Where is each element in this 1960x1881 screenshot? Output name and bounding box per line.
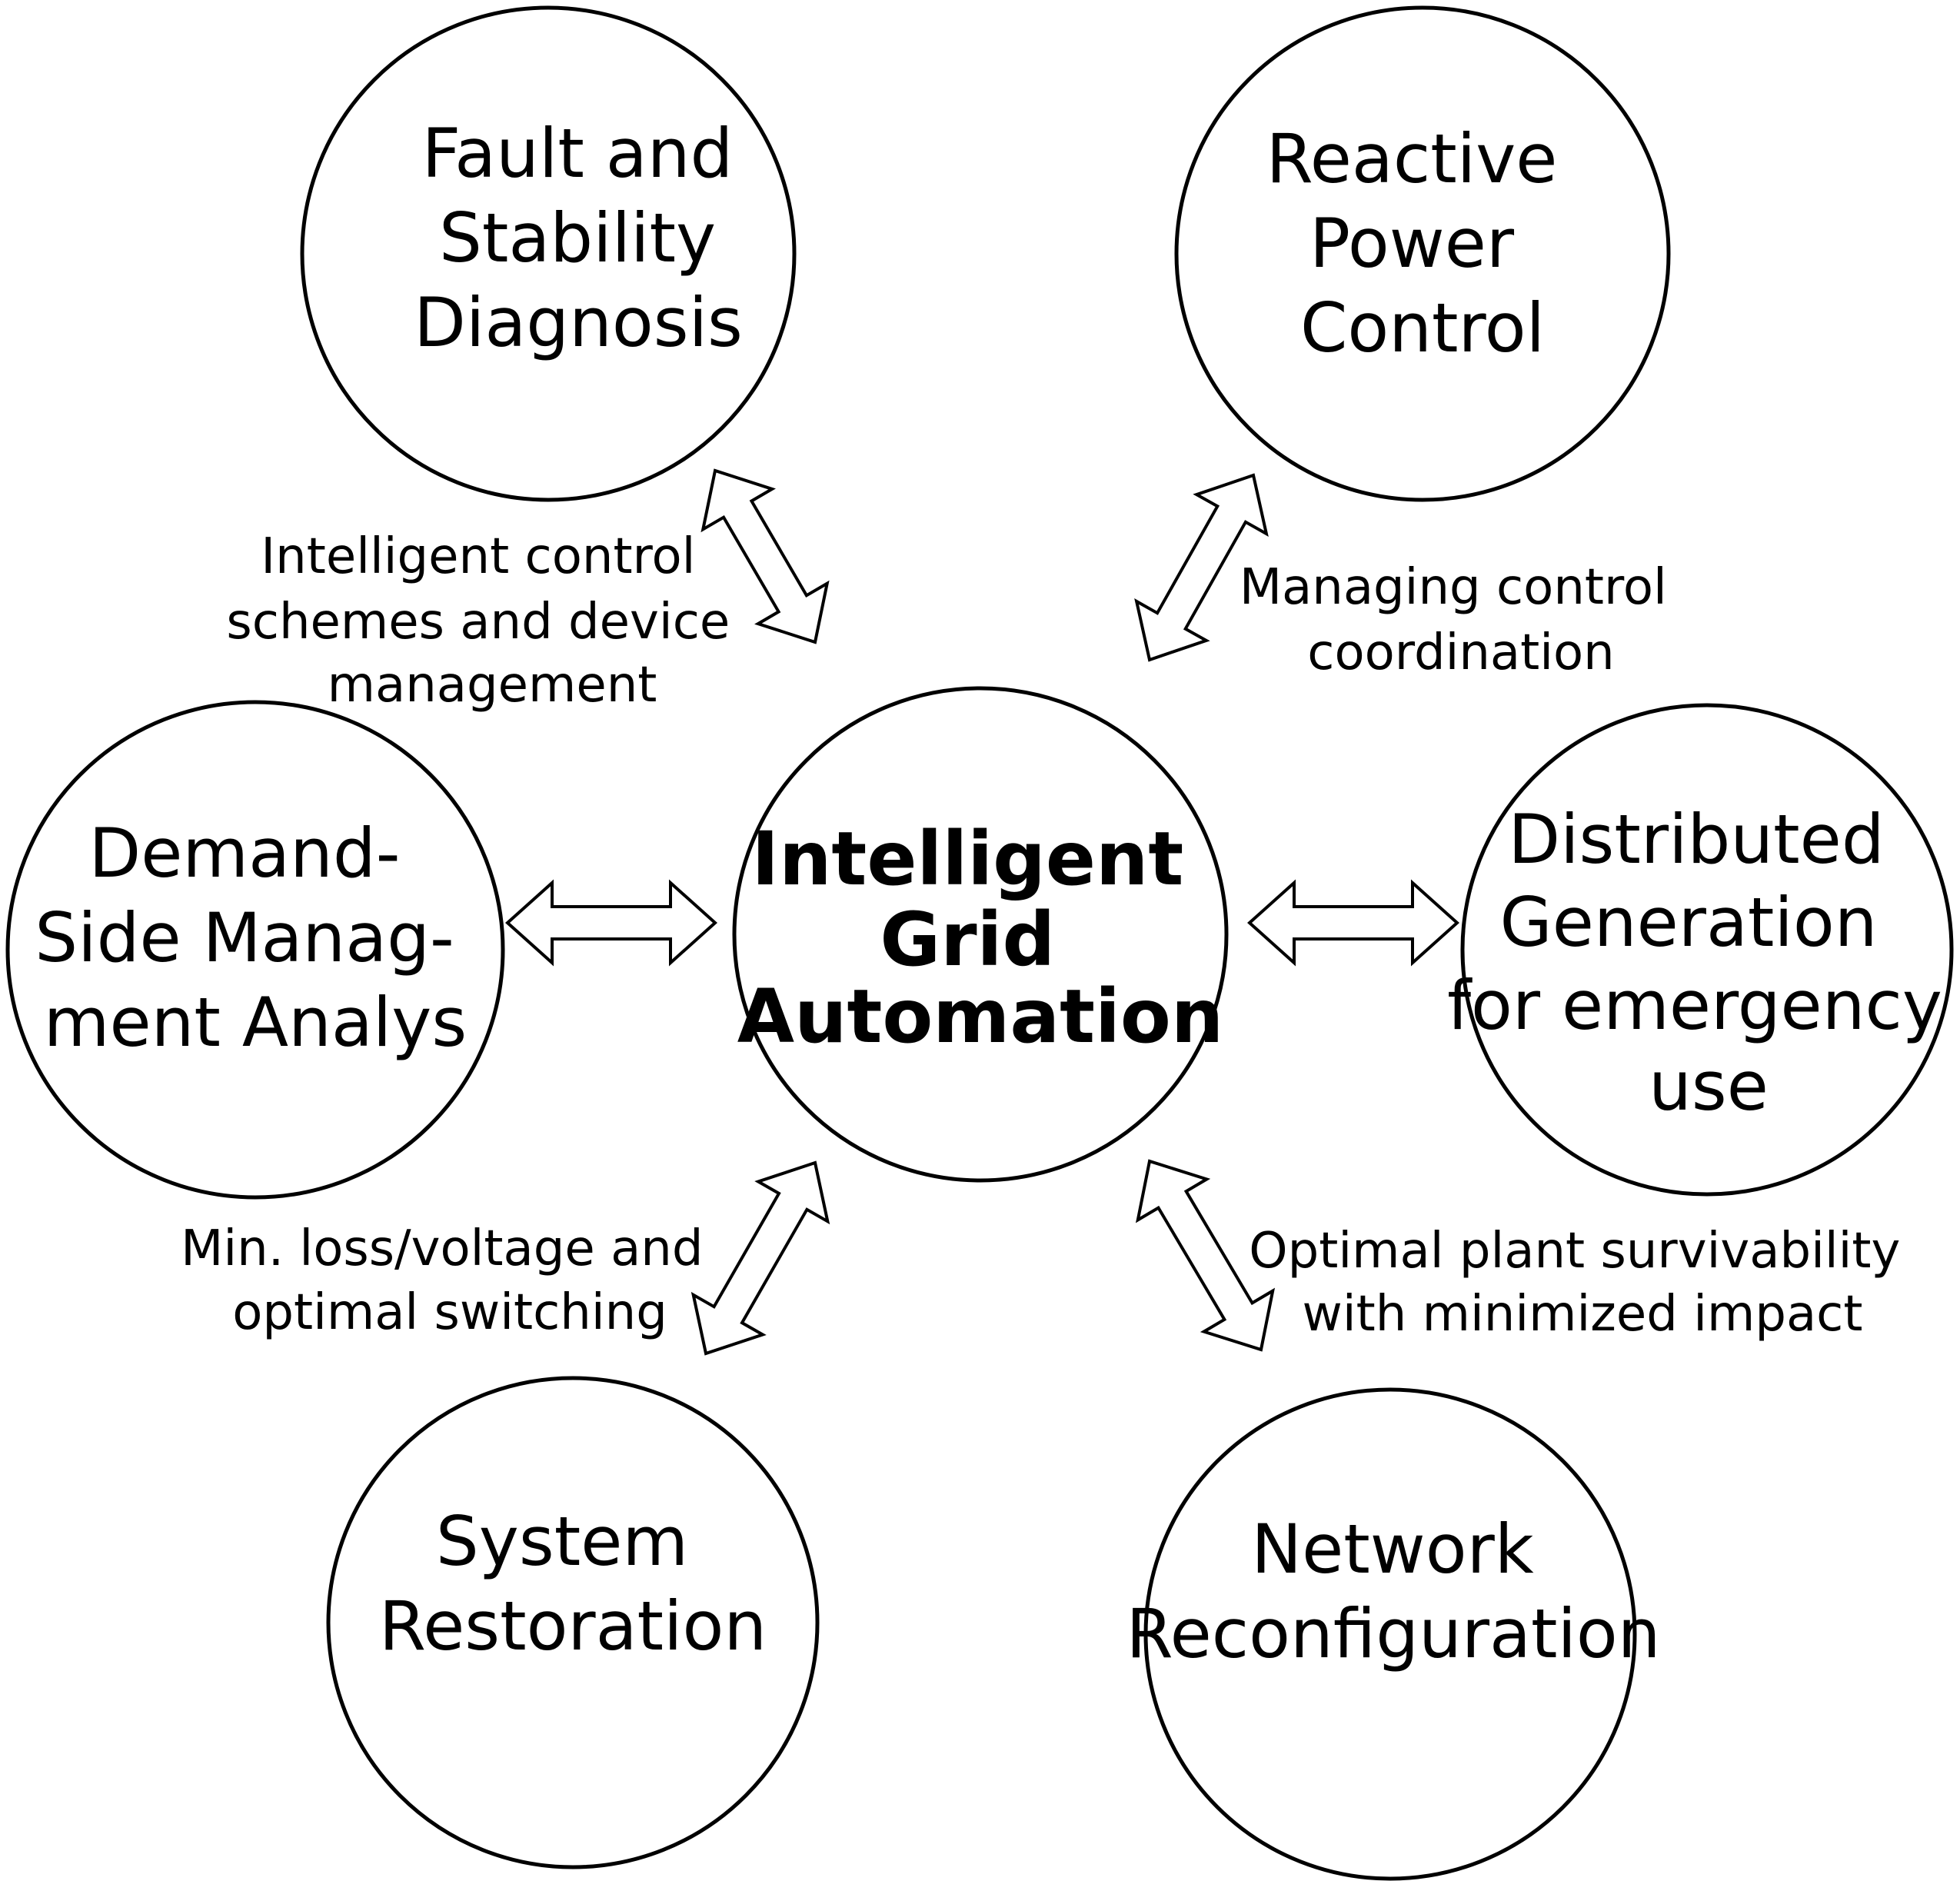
demand-line-1: Demand- [89,814,401,893]
reactive-node-label: Reactive Power Control [1266,119,1579,368]
network-center-arrow [1135,1159,1276,1352]
distributed-center-arrow [1247,879,1459,967]
distributed-node-circle [1460,703,1954,1197]
network-line-1: Network [1251,1510,1533,1589]
reactive-line-3: Control [1300,288,1545,368]
restoration-center-arrow [690,1160,830,1356]
distributed-line-2: Generation [1500,883,1878,962]
distributed-node-label: Distributed Generation for emergency use [1447,800,1960,1126]
reactive-edge-line-1: Managing control [1240,559,1667,616]
network-edge-line-1: Optimal plant survivability [1249,1223,1900,1280]
fault-edge-line-1: Intelligent control [261,528,695,585]
reactive-center-arrow [1134,473,1269,662]
network-edge-label: Optimal plant survivability with minimiz… [1249,1223,1915,1343]
demand-line-3: ment Analys [44,983,467,1062]
fault-node-label: Fault and Stability Diagnosis [414,114,754,362]
restoration-node-label: System Restoration [379,1502,767,1666]
distributed-line-4: use [1649,1047,1769,1126]
fault-edge-label: Intelligent control schemes and device m… [226,528,745,714]
restoration-edge-line-2: optimal switching [232,1284,667,1341]
demand-node-label: Demand- Side Manag- ment Analys [35,814,475,1062]
distributed-line-1: Distributed [1508,800,1884,879]
center-node-circle [732,686,1229,1183]
reactive-line-2: Power [1309,204,1515,283]
reactive-edge-label: Managing control coordination [1240,559,1682,681]
fault-line-2: Stability [439,198,716,278]
restoration-line-1: System [436,1502,688,1581]
reactive-edge-line-2: coordination [1307,624,1614,681]
fault-line-1: Fault and [422,114,734,193]
restoration-edge-label: Min. loss/voltage and optimal switching [181,1220,719,1341]
demand-center-arrow [505,879,717,967]
fault-line-3: Diagnosis [414,283,743,362]
demand-node-circle [5,700,505,1200]
fault-center-arrow [700,468,830,644]
reactive-line-1: Reactive [1266,119,1558,198]
restoration-node-circle [326,1376,820,1869]
center-line-3: Automation [737,974,1223,1060]
center-node-label: Intelligent Grid Automation [737,816,1223,1060]
fault-node-circle [300,5,797,502]
reactive-node-circle [1174,5,1671,502]
fault-edge-line-2: schemes and device [226,594,730,651]
network-node-circle [1143,1387,1637,1881]
demand-line-2: Side Manag- [35,898,454,977]
center-line-2: Grid [880,897,1055,983]
network-edge-line-2: with minimized impact [1303,1286,1863,1343]
restoration-line-2: Restoration [379,1586,767,1666]
restoration-edge-line-1: Min. loss/voltage and [181,1220,703,1277]
center-line-1: Intelligent [751,816,1183,902]
distributed-line-3: for emergency [1447,966,1942,1045]
network-line-2: Reconfiguration [1126,1594,1660,1673]
network-node-label: Network Reconfiguration [1126,1510,1660,1673]
fault-edge-line-3: management [328,657,657,714]
